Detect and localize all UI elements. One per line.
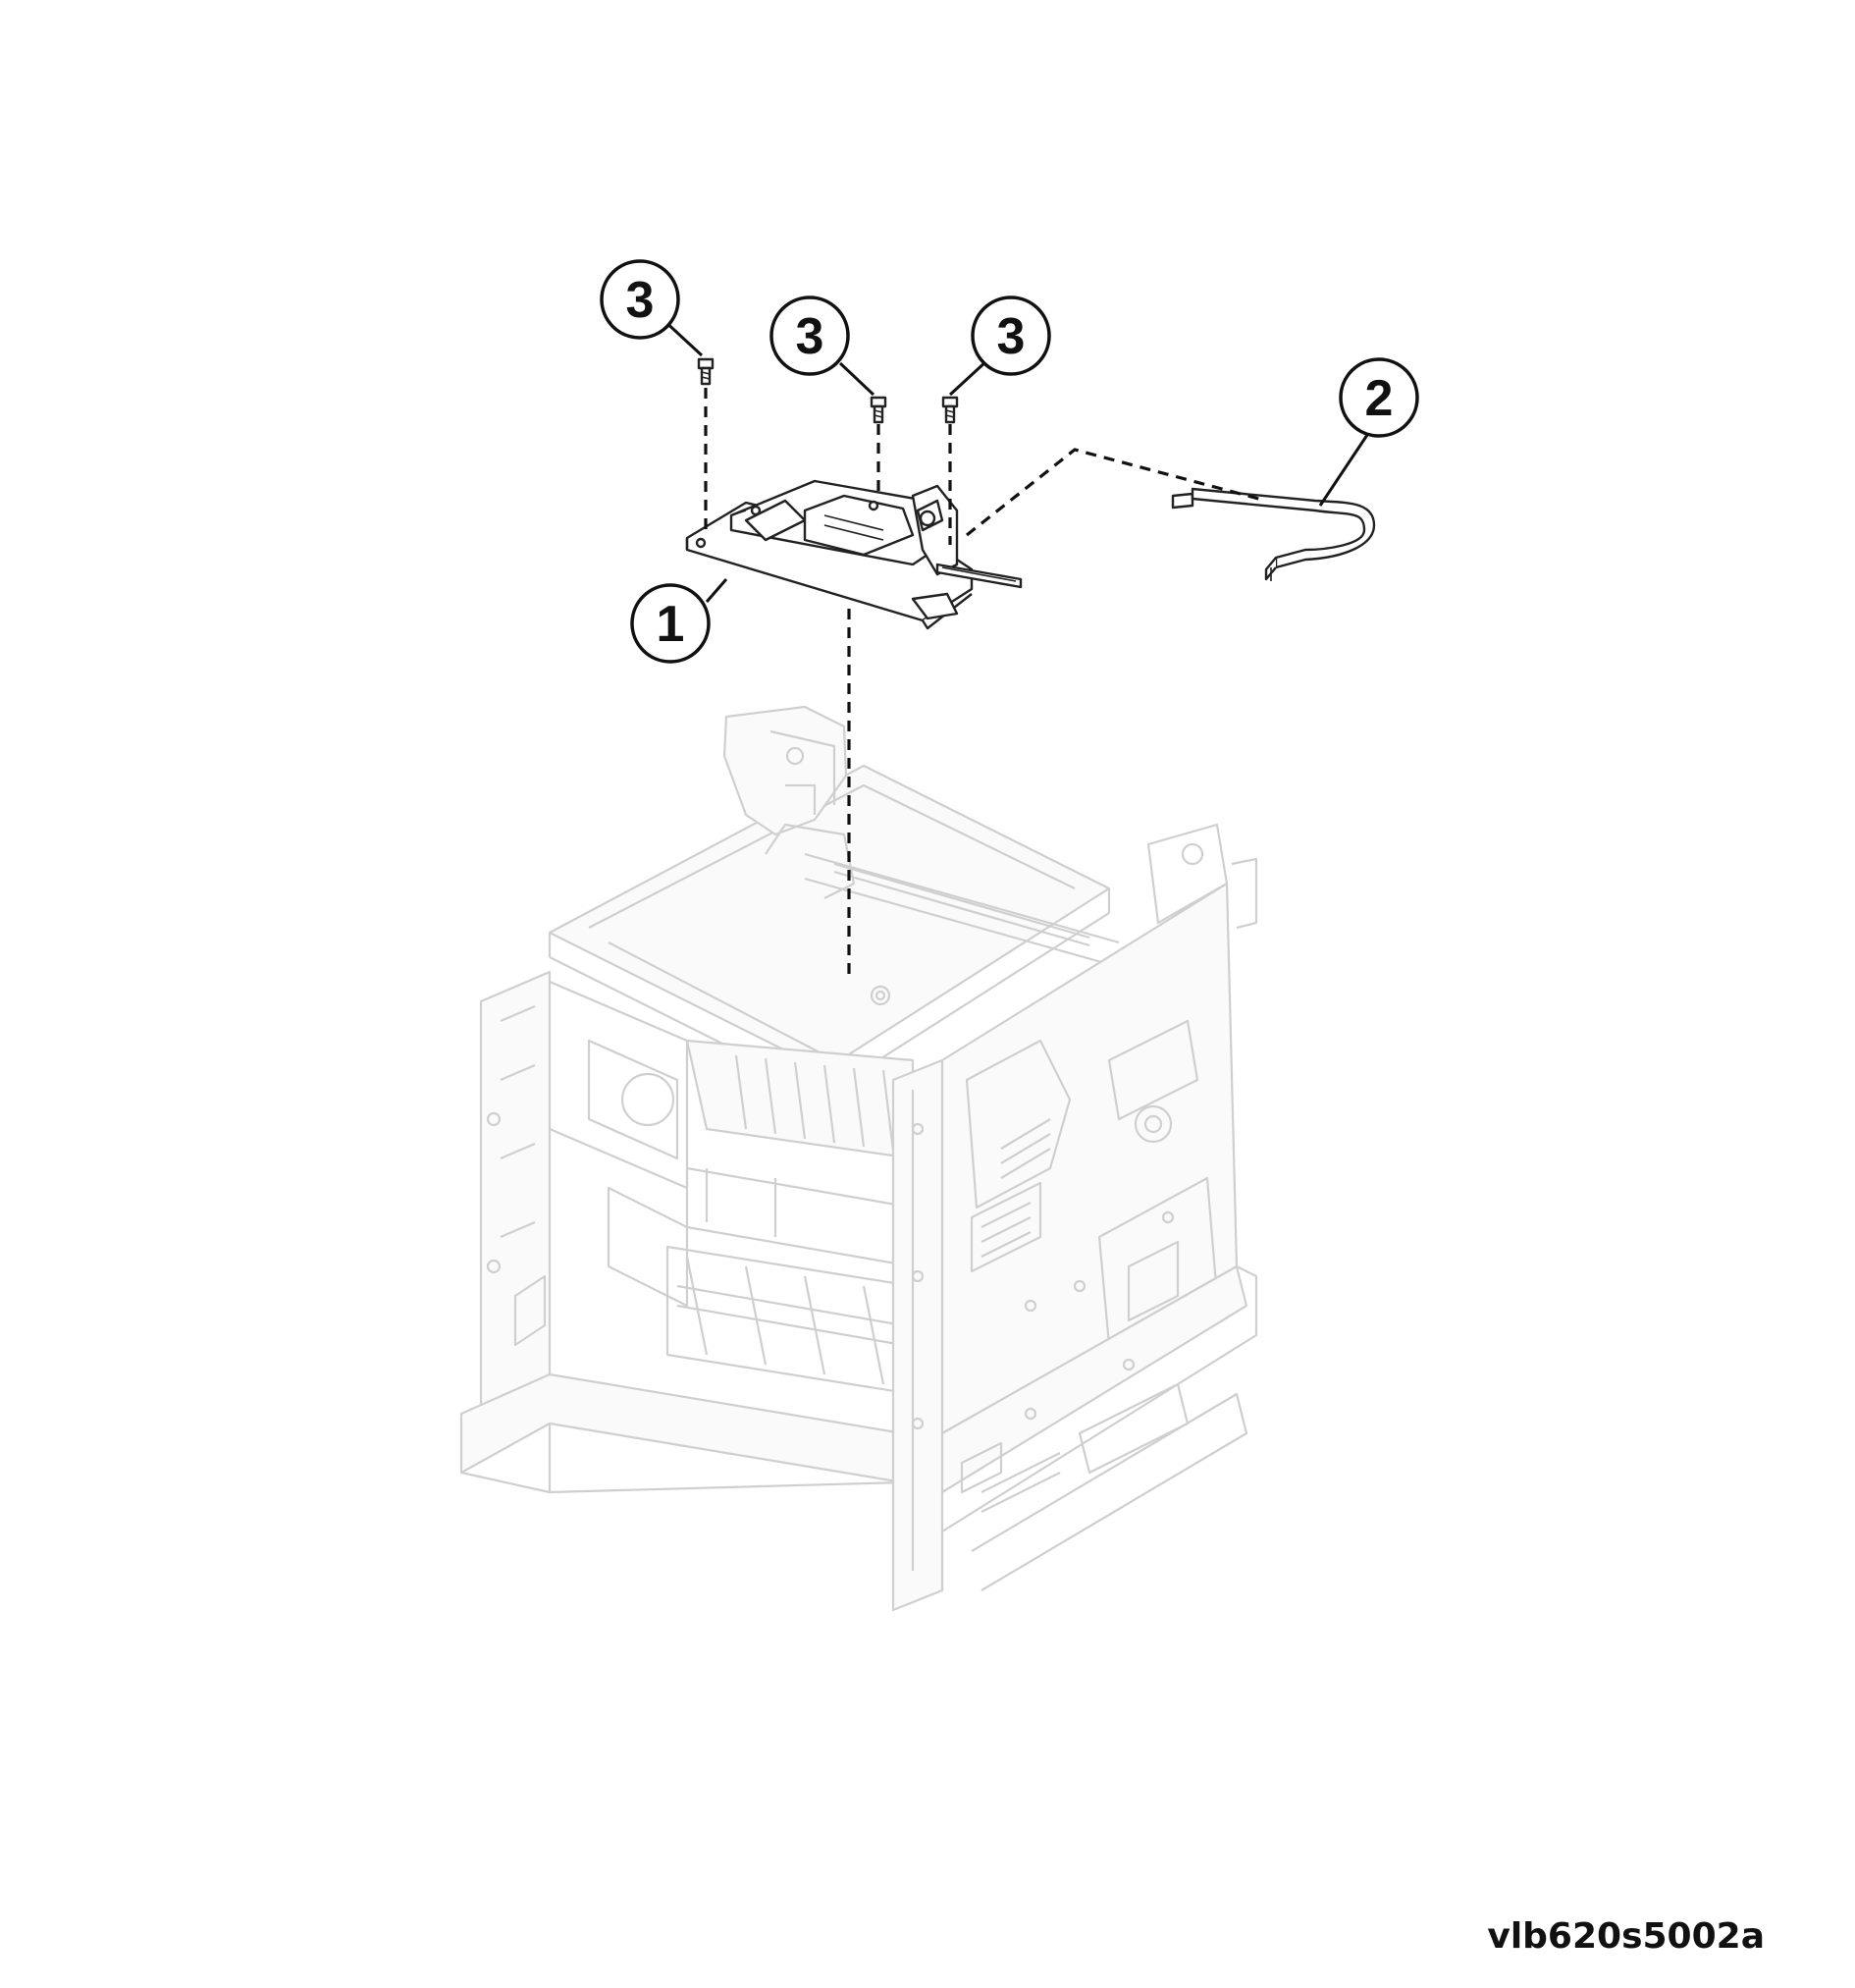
leader-lines [661, 317, 1371, 603]
printer-frame [459, 705, 1258, 1612]
callout-label: 3 [626, 272, 655, 329]
callout-cable: 2 [1339, 357, 1419, 438]
callout-screw-middle: 3 [769, 296, 850, 376]
scanner-module-part [685, 479, 1023, 630]
callout-module: 1 [630, 583, 711, 664]
screw-right-part [941, 396, 959, 424]
callout-label: 3 [796, 308, 824, 365]
callout-label: 3 [997, 308, 1026, 365]
callout-label: 2 [1365, 370, 1394, 427]
figure-identifier: vlb620s5002a [1487, 1916, 1765, 1957]
callout-label: 1 [657, 596, 685, 653]
screw-parts [697, 357, 959, 424]
ribbon-cable-part [1171, 487, 1376, 581]
screw-left-part [697, 357, 715, 386]
screw-middle-part [870, 396, 887, 424]
callout-screw-right: 3 [971, 296, 1051, 376]
callout-screw-left: 3 [600, 259, 680, 340]
assembly-lines [704, 388, 1267, 982]
